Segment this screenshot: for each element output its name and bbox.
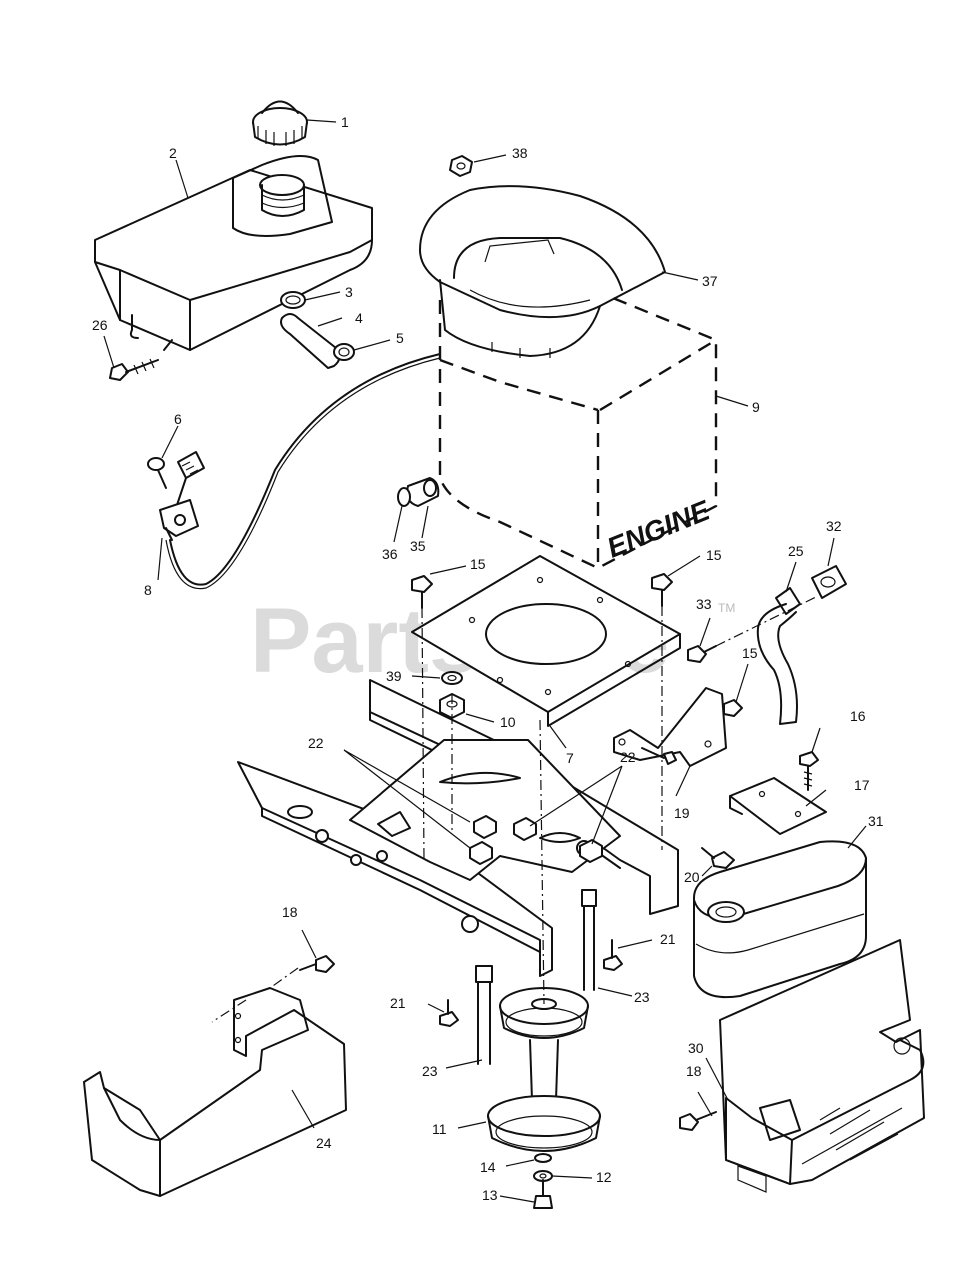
part-bolt-15-right[interactable] — [651, 573, 673, 607]
callout-15-left: 15 — [470, 556, 486, 572]
callout-24: 24 — [316, 1135, 332, 1151]
part-screw-6[interactable] — [147, 457, 167, 489]
callout-19: 19 — [674, 805, 690, 821]
part-engine-plate[interactable] — [411, 555, 681, 727]
callout-15-right: 15 — [706, 547, 722, 563]
part-hose-clamp-3[interactable] — [280, 291, 306, 309]
part-bolt-18-left[interactable] — [299, 955, 335, 973]
callout-2: 2 — [169, 145, 177, 161]
part-bolt-15-left[interactable] — [411, 575, 433, 609]
part-washer-14[interactable] — [534, 1153, 552, 1163]
callout-leaders — [103, 119, 867, 1203]
part-frame — [237, 679, 679, 977]
part-engine-outline — [438, 294, 718, 570]
callout-9: 9 — [752, 399, 760, 415]
part-spacer-23-left[interactable] — [475, 965, 493, 1065]
part-hose-clamp-5[interactable] — [333, 343, 355, 361]
part-bolt-33[interactable] — [687, 645, 717, 663]
callout-23-right: 23 — [634, 989, 650, 1005]
watermark-trademark: TM — [718, 601, 735, 615]
callout-20: 20 — [684, 869, 700, 885]
callout-22-right: 22 — [620, 749, 636, 765]
callout-35: 35 — [410, 538, 426, 554]
part-bolt-13[interactable] — [533, 1179, 553, 1209]
engine-label: ENGINE — [603, 494, 715, 563]
callout-33: 33 — [696, 596, 712, 612]
part-muffler[interactable] — [693, 840, 867, 998]
part-gasket-32[interactable] — [811, 565, 847, 599]
callout-3: 3 — [345, 284, 353, 300]
part-bolt-21-left[interactable] — [439, 999, 459, 1027]
callout-17: 17 — [854, 777, 870, 793]
callout-18-right: 18 — [686, 1063, 702, 1079]
callout-4: 4 — [355, 310, 363, 326]
callout-8: 8 — [144, 582, 152, 598]
part-screw-16[interactable] — [799, 751, 819, 791]
callout-13: 13 — [482, 1187, 498, 1203]
part-bolt-19-spring[interactable] — [641, 747, 677, 765]
callout-39: 39 — [386, 668, 402, 684]
callout-31: 31 — [868, 813, 884, 829]
callout-labels: 1 2 3 4 5 6 7 8 9 10 11 12 13 14 15 15 1… — [92, 114, 884, 1203]
callout-32: 32 — [826, 518, 842, 534]
callout-30: 30 — [688, 1040, 704, 1056]
callout-6: 6 — [174, 411, 182, 427]
callout-16: 16 — [850, 708, 866, 724]
callout-21-right: 21 — [660, 931, 676, 947]
callout-23-left: 23 — [422, 1063, 438, 1079]
callout-18-left: 18 — [282, 904, 298, 920]
part-muffler-bracket[interactable] — [613, 687, 727, 767]
callout-37: 37 — [702, 273, 718, 289]
part-fuel-shutoff[interactable] — [397, 477, 440, 507]
part-muffler-guard[interactable] — [719, 939, 925, 1193]
part-bolt-18-right[interactable] — [679, 1111, 717, 1131]
callout-1: 1 — [341, 114, 349, 130]
part-heat-shield-plate[interactable] — [729, 777, 827, 835]
part-nut-38[interactable] — [449, 155, 473, 177]
callout-10: 10 — [500, 714, 516, 730]
callout-38: 38 — [512, 145, 528, 161]
part-blower-housing[interactable] — [419, 185, 666, 358]
part-washer-39[interactable] — [441, 671, 463, 685]
part-fuel-tank[interactable] — [94, 155, 373, 351]
callout-5: 5 — [396, 330, 404, 346]
part-throttle-cable — [165, 353, 441, 590]
callout-25: 25 — [788, 543, 804, 559]
part-bolt-21-right[interactable] — [603, 939, 623, 971]
part-screw-26[interactable] — [109, 358, 159, 381]
part-bolt-20[interactable] — [701, 847, 735, 869]
callout-12: 12 — [596, 1169, 612, 1185]
part-pulley[interactable] — [487, 987, 601, 1152]
part-throttle-control[interactable] — [159, 451, 205, 541]
callout-36: 36 — [382, 546, 398, 562]
part-spacer-23-right[interactable] — [581, 889, 597, 991]
callout-22-left: 22 — [308, 735, 324, 751]
callout-26: 26 — [92, 317, 108, 333]
callout-14: 14 — [480, 1159, 496, 1175]
callout-21-left: 21 — [390, 995, 406, 1011]
callout-7: 7 — [566, 750, 574, 766]
part-fuel-cap[interactable] — [252, 100, 308, 147]
callout-15-bracket: 15 — [742, 645, 758, 661]
alignment-lines — [211, 595, 819, 1023]
part-battery-tray[interactable] — [83, 987, 347, 1197]
callout-11: 11 — [432, 1121, 447, 1137]
part-nuts-22[interactable] — [469, 815, 603, 865]
